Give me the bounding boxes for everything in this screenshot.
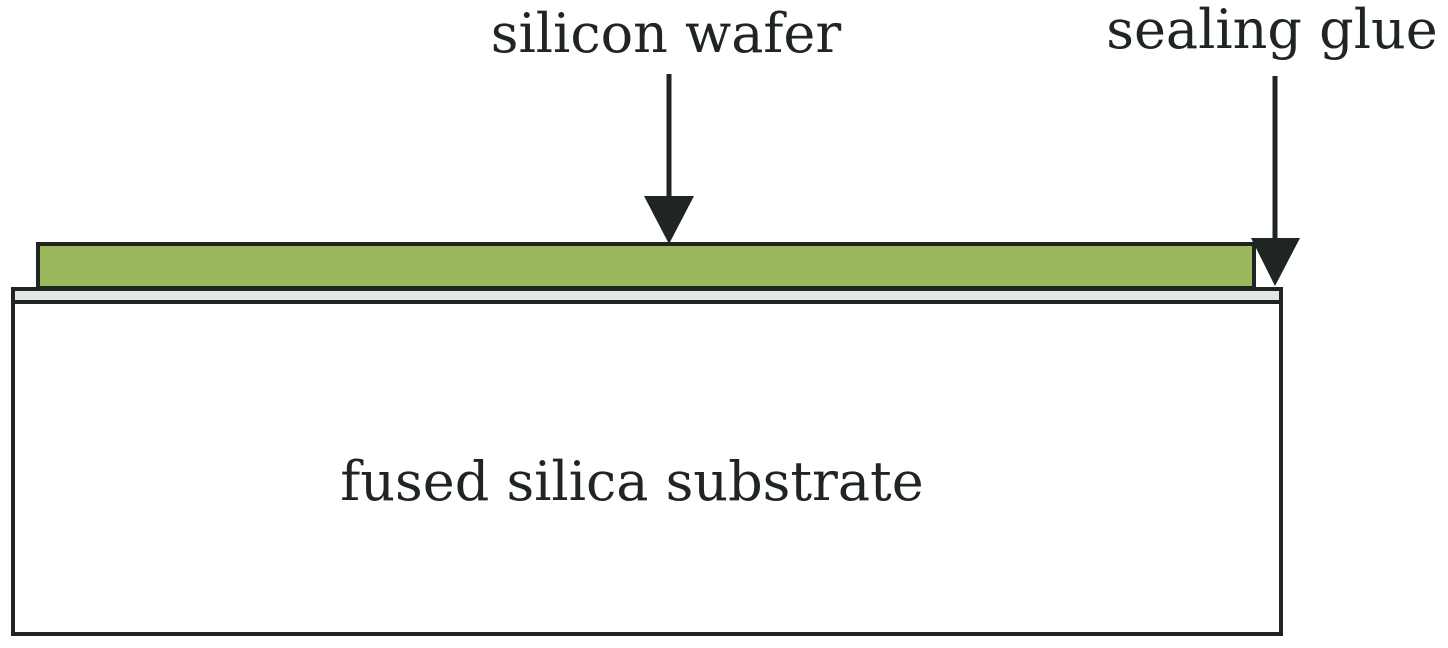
silicon-wafer-label: silicon wafer (491, 2, 842, 65)
silicon-wafer-arrow-head (644, 196, 694, 244)
substrate-label: fused silica substrate (340, 450, 923, 513)
substrate-block (11, 300, 1283, 636)
sealing-glue-layer (11, 287, 1283, 304)
sealing-glue-label: sealing glue (1106, 0, 1438, 61)
sealing-glue-arrow-head (1251, 238, 1300, 286)
silicon-wafer-layer (36, 242, 1256, 290)
